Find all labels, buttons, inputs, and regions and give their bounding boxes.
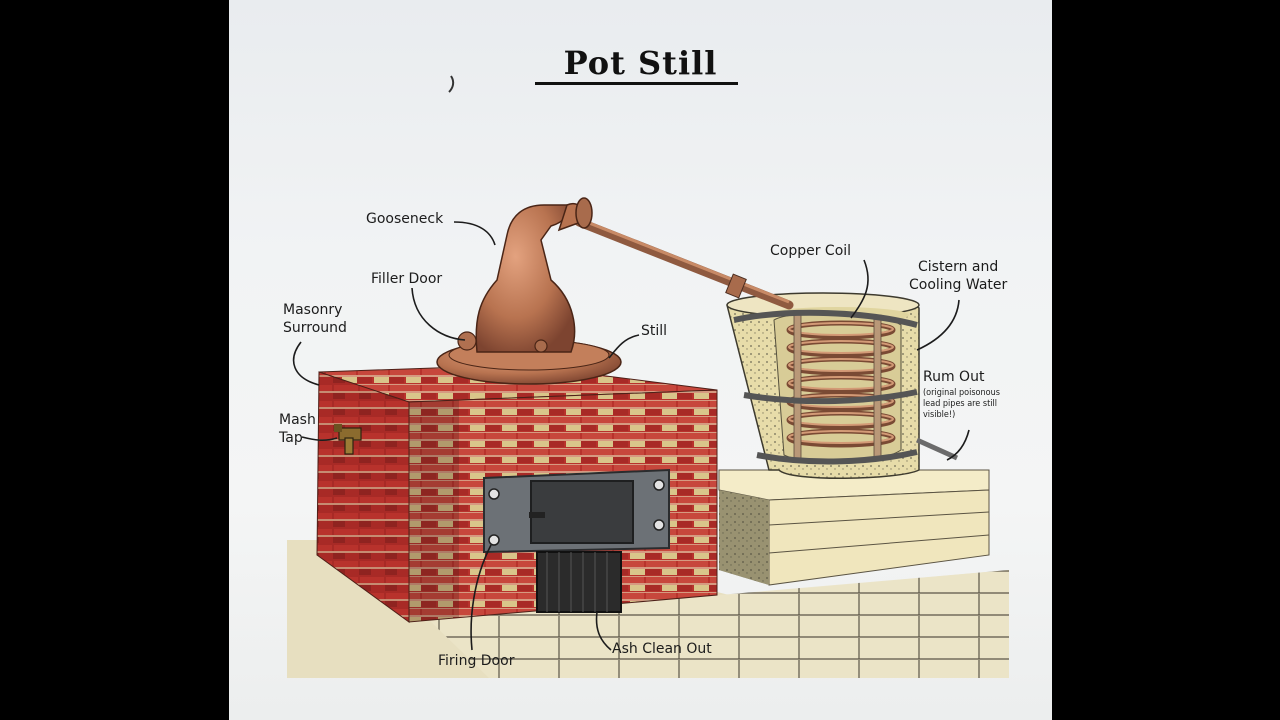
leader-firing-door	[470, 544, 492, 651]
label-ash-clean-out: Ash Clean Out	[612, 641, 712, 657]
lyne-arm	[574, 217, 794, 310]
diagram-title: Pot Still	[563, 44, 718, 82]
leader-gooseneck	[453, 221, 496, 246]
label-mash-tap: Mash Tap	[279, 412, 316, 446]
mash-tap	[334, 424, 362, 455]
leader-still	[608, 334, 640, 359]
leader-cistern	[916, 299, 960, 351]
label-rum-out-note: (original poisonous lead pipes are still…	[923, 388, 1000, 420]
label-still: Still	[641, 323, 668, 339]
leader-masonry	[292, 341, 320, 386]
label-copper-coil: Copper Coil	[770, 243, 852, 259]
title-underline	[535, 82, 738, 85]
label-filler-door: Filler Door	[371, 271, 443, 287]
leader-rum-out	[946, 429, 970, 461]
label-firing-door: Firing Door	[438, 653, 515, 669]
label-rum-out: Rum Out	[923, 369, 985, 385]
label-masonry-surround: Masonry Surround	[283, 302, 347, 336]
pot-still-diagram	[287, 75, 1009, 678]
leader-filler-door	[411, 287, 466, 341]
leader-mash-tap	[301, 436, 338, 442]
label-gooseneck: Gooseneck	[366, 211, 444, 227]
tile-floor	[429, 570, 1009, 678]
leader-copper-coil	[850, 259, 869, 319]
leader-ash-clean-out	[595, 611, 612, 651]
label-cistern: Cistern and Cooling Water	[909, 259, 1008, 293]
firing-door	[483, 468, 670, 554]
pot-still	[436, 197, 622, 385]
placard: Pot Still Gooseneck Filler Door Masonry …	[229, 0, 1052, 720]
ash-clean-out	[536, 551, 622, 613]
rum-out-pipe	[915, 437, 959, 461]
